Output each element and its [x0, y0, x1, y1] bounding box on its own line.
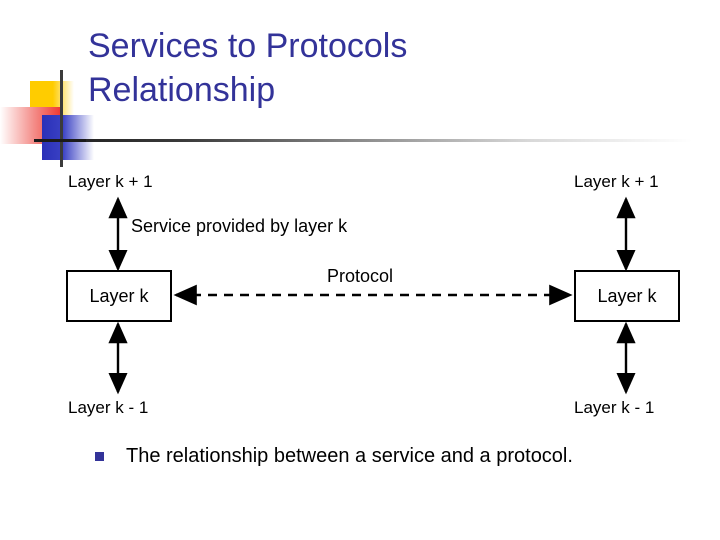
title-divider-rule — [34, 139, 720, 142]
right-layer-k-plus-1-label: Layer k + 1 — [574, 172, 659, 191]
square-bullet-icon — [95, 452, 104, 461]
logo-vertical-line — [60, 70, 63, 167]
right-layer-k-box: Layer k — [574, 270, 680, 322]
slide-title: Services to Protocols Relationship — [88, 27, 408, 109]
right-layer-k-minus-1-label: Layer k - 1 — [574, 398, 655, 417]
left-layer-k-minus-1-label: Layer k - 1 — [68, 398, 149, 417]
bullet-item-text: The relationship between a service and a… — [126, 445, 573, 467]
logo-horizontal-line — [34, 139, 86, 142]
service-provided-label: Service provided by layer k — [131, 216, 348, 236]
bullet-list-item: The relationship between a service and a… — [95, 443, 573, 469]
left-layer-k-box-label: Layer k — [89, 285, 149, 306]
right-layer-k-box-label: Layer k — [597, 285, 657, 306]
logo-blue-square — [42, 115, 94, 160]
left-layer-k-plus-1-label: Layer k + 1 — [68, 172, 153, 191]
left-layer-k-box: Layer k — [66, 270, 172, 322]
protocol-label: Protocol — [327, 266, 394, 286]
